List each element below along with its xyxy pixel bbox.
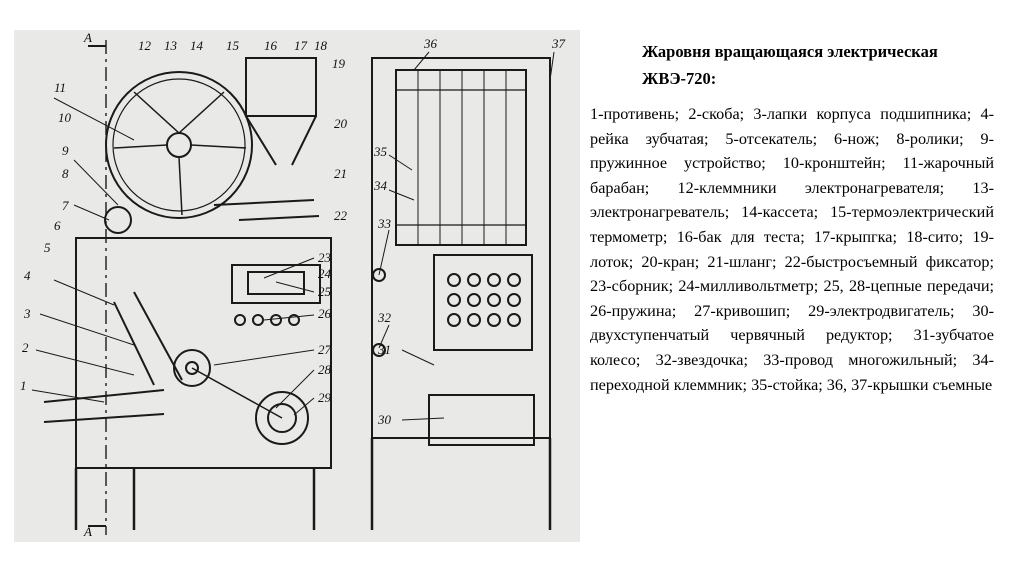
section-label-top: A [83, 30, 92, 45]
slide-title: Жаровня вращающаяся электрическая ЖВЭ-72… [590, 38, 994, 92]
callout-14: 14 [190, 38, 204, 53]
callout-6: 6 [54, 218, 61, 233]
callout-3: 3 [23, 306, 31, 321]
technical-drawing: A A 1 2 3 4 5 6 7 8 9 10 11 12 13 14 15 … [14, 30, 580, 542]
callout-35: 35 [373, 144, 388, 159]
callout-11: 11 [54, 80, 66, 95]
fryer-drawing-svg: A A 1 2 3 4 5 6 7 8 9 10 11 12 13 14 15 … [20, 30, 566, 539]
callout-8: 8 [62, 166, 69, 181]
caption-panel: Жаровня вращающаяся электрическая ЖВЭ-72… [590, 38, 994, 397]
callout-24: 24 [318, 266, 332, 281]
callout-17: 17 [294, 38, 308, 53]
callout-25: 25 [318, 284, 332, 299]
callout-32: 32 [377, 310, 392, 325]
callout-28: 28 [318, 362, 332, 377]
callout-29: 29 [318, 390, 332, 405]
callout-34: 34 [373, 178, 388, 193]
callout-16: 16 [264, 38, 278, 53]
callout-27: 27 [318, 342, 332, 357]
callout-20: 20 [334, 116, 348, 131]
callout-33: 33 [377, 216, 392, 231]
callout-37: 37 [551, 36, 566, 51]
parts-legend: 1-противень; 2-скоба; 3-лапки корпуса по… [590, 105, 994, 394]
callout-22: 22 [334, 208, 348, 223]
callout-23: 23 [318, 250, 332, 265]
callout-4: 4 [24, 268, 31, 283]
callout-18: 18 [314, 38, 328, 53]
callout-30: 30 [377, 412, 392, 427]
callout-10: 10 [58, 110, 72, 125]
title-line-1: Жаровня вращающаяся электрическая [642, 42, 938, 61]
title-line-2: ЖВЭ-720: [642, 69, 717, 88]
callout-19: 19 [332, 56, 346, 71]
callout-1: 1 [20, 378, 27, 393]
callout-5: 5 [44, 240, 51, 255]
callout-26: 26 [318, 306, 332, 321]
callout-7: 7 [62, 198, 69, 213]
callout-21: 21 [334, 166, 347, 181]
callout-2: 2 [22, 340, 29, 355]
callout-13: 13 [164, 38, 178, 53]
callout-12: 12 [138, 38, 152, 53]
callout-31: 31 [377, 342, 391, 357]
callout-9: 9 [62, 143, 69, 158]
section-label-bottom: A [83, 524, 92, 539]
callout-15: 15 [226, 38, 240, 53]
callout-36: 36 [423, 36, 438, 51]
